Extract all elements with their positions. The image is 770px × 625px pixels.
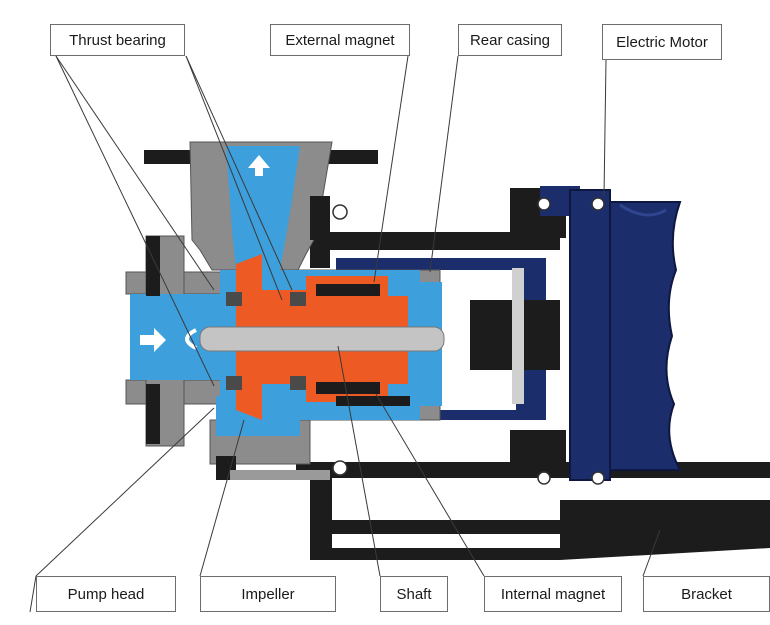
electric-motor (540, 186, 682, 481)
thrust-bearings (226, 292, 306, 390)
label-rear-casing: Rear casing (458, 24, 562, 56)
label-pump-head: Pump head (36, 576, 176, 612)
label-external-magnet: External magnet (270, 24, 410, 56)
bracket-frame (296, 188, 770, 560)
magnet-bars (316, 284, 410, 406)
outlet-arrow-icon (248, 155, 270, 176)
label-shaft: Shaft (380, 576, 448, 612)
label-impeller: Impeller (200, 576, 336, 612)
label-bracket: Bracket (643, 576, 770, 612)
label-thrust-bearing: Thrust bearing (50, 24, 185, 56)
label-electric-motor: Electric Motor (602, 24, 722, 60)
shaft (185, 326, 445, 352)
flanges-and-bolts (146, 196, 605, 485)
label-internal-magnet: Internal magnet (484, 576, 622, 612)
inlet-arrow-icon (140, 328, 166, 352)
leader-lines (29, 55, 661, 613)
